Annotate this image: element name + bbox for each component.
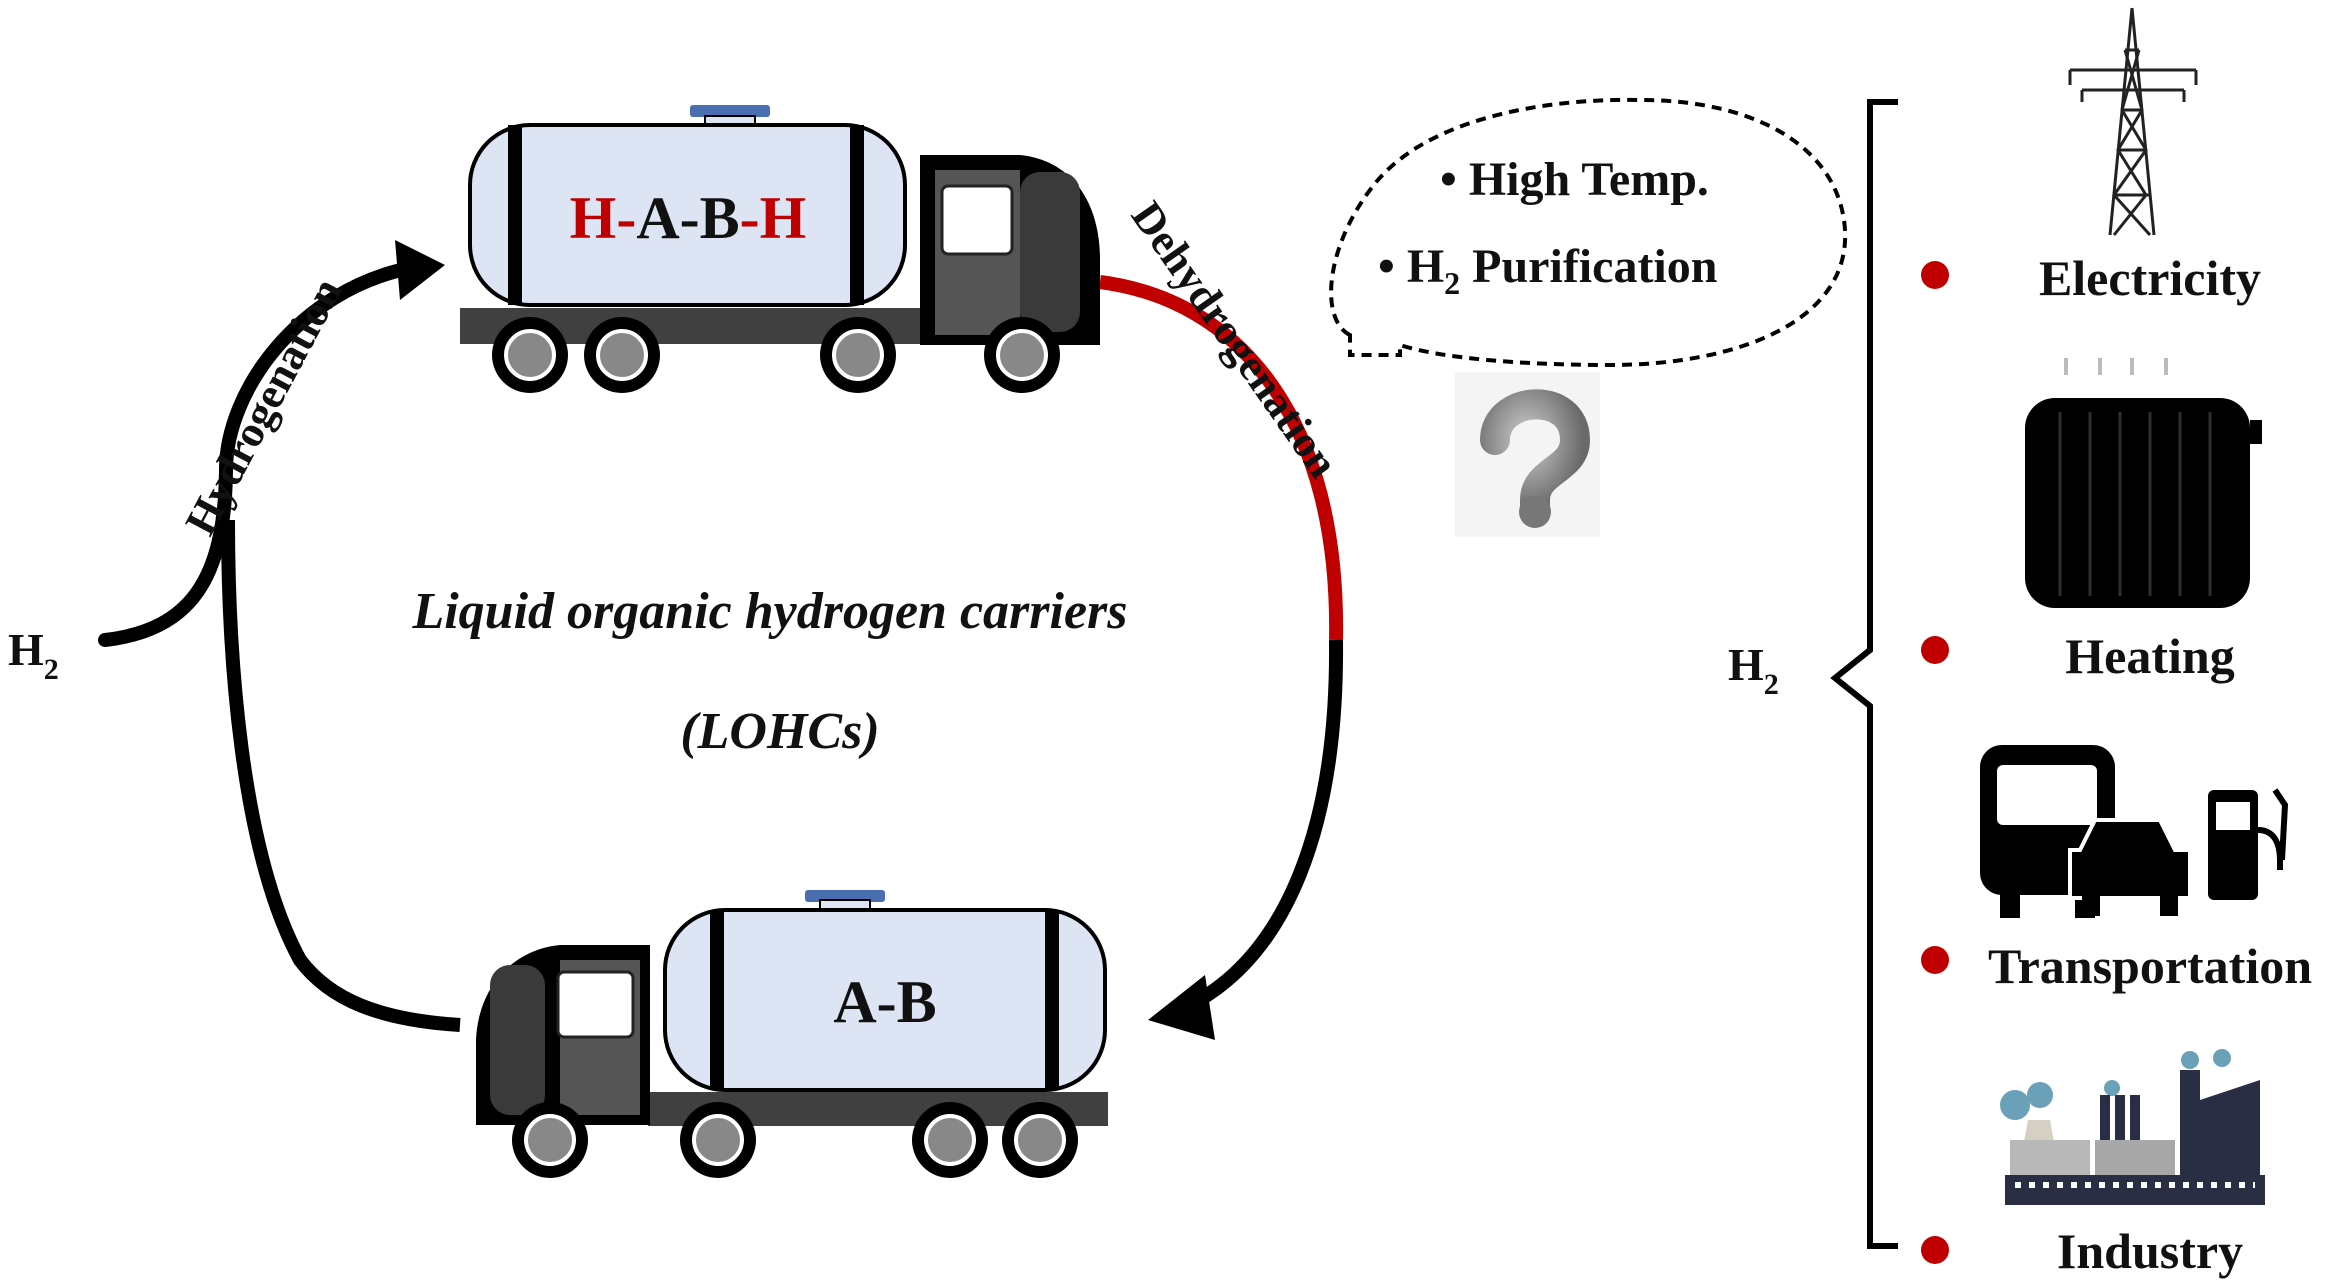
hydrogenation-arrow — [98, 240, 461, 1032]
radiator-icon — [2025, 358, 2262, 608]
vehicles-fuel-pump-icon — [1980, 745, 2289, 918]
question-mark-icon — [1455, 372, 1600, 537]
use-label-transportation: Transportation — [1988, 938, 2312, 994]
bottom-tanker-truck: A-B — [476, 890, 1108, 1178]
h2-output-label: H2 — [1728, 639, 1779, 701]
wheel — [820, 317, 896, 393]
dehydrogenation-arrow — [1099, 275, 1344, 1040]
top-tanker-truck: H-A-B-H — [460, 105, 1100, 393]
wheel — [1002, 1102, 1078, 1178]
wheel — [584, 317, 660, 393]
wheel — [984, 317, 1060, 393]
wheel — [492, 317, 568, 393]
dehydrogenation-label: Dehydrogenation — [1122, 193, 1348, 487]
bubble-bullet-2: • H2 Purification — [1378, 240, 1717, 301]
bullet-industry — [1921, 1236, 1949, 1264]
wheel — [680, 1102, 756, 1178]
bullet-heating — [1921, 636, 1949, 664]
bullet-transportation — [1921, 946, 1949, 974]
bottom-truck-label: A-B — [833, 969, 936, 1035]
issues-bubble: • High Temp. • H2 Purification — [1329, 97, 1848, 368]
top-truck-label: H-A-B-H — [570, 185, 807, 251]
power-pylon-icon — [2068, 7, 2198, 237]
wheel — [912, 1102, 988, 1178]
use-label-electricity: Electricity — [2039, 250, 2261, 306]
center-title-line2: (LOHCs) — [680, 703, 879, 760]
center-title-line1: Liquid organic hydrogen carriers — [411, 583, 1127, 640]
hydrogenation-label: Hydrogenation — [176, 270, 352, 543]
bullet-electricity — [1921, 261, 1949, 289]
bubble-bullet-1: • High Temp. — [1440, 153, 1709, 206]
factory-icon — [2000, 1049, 2265, 1205]
use-label-heating: Heating — [2065, 628, 2234, 684]
uses-bracket — [1830, 99, 1898, 1249]
wheel — [512, 1102, 588, 1178]
h2-input-label: H2 — [8, 624, 59, 686]
use-label-industry: Industry — [2057, 1223, 2243, 1279]
